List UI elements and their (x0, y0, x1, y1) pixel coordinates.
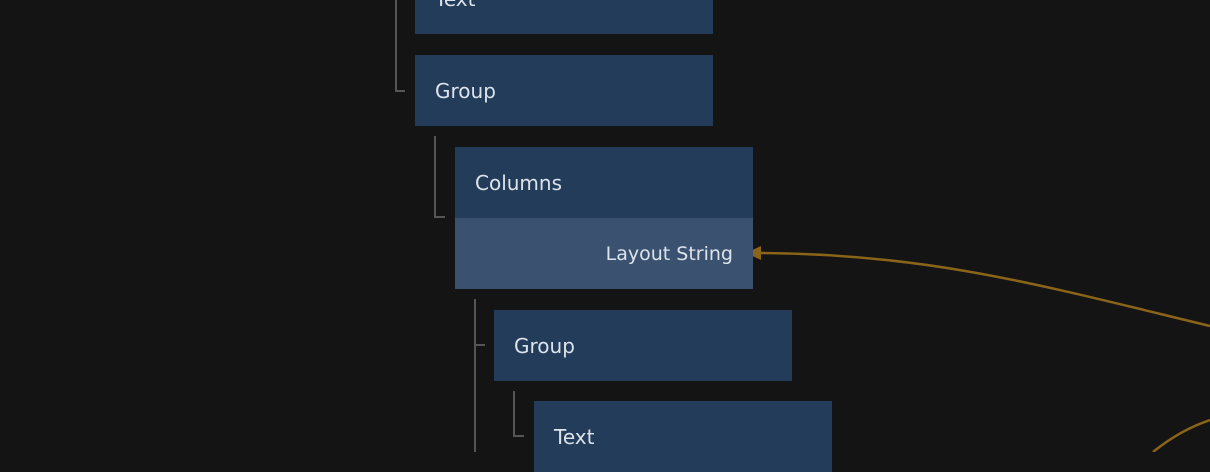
node-title: Group (435, 78, 496, 103)
node-text[interactable]: Text (415, 0, 713, 34)
tree-line (395, 0, 405, 92)
arrow-icon (746, 246, 761, 260)
tree-line (434, 136, 445, 218)
connection-wire[interactable] (759, 251, 1210, 328)
node-title: Text (415, 0, 713, 34)
node-group[interactable]: Group (415, 55, 713, 126)
tree-line (474, 299, 485, 452)
tree-line (513, 391, 524, 437)
connection-wire[interactable] (1152, 418, 1210, 452)
connections-layer (395, 0, 1210, 452)
layout-string-port[interactable]: Layout String (455, 218, 753, 289)
node-text[interactable]: Text (534, 401, 832, 472)
node-title: Text (554, 424, 595, 449)
node-title: Columns (475, 170, 563, 195)
node-group[interactable]: Group (494, 310, 792, 381)
node-title: Group (514, 333, 575, 358)
node-columns[interactable]: Columns Layout String (455, 147, 753, 289)
